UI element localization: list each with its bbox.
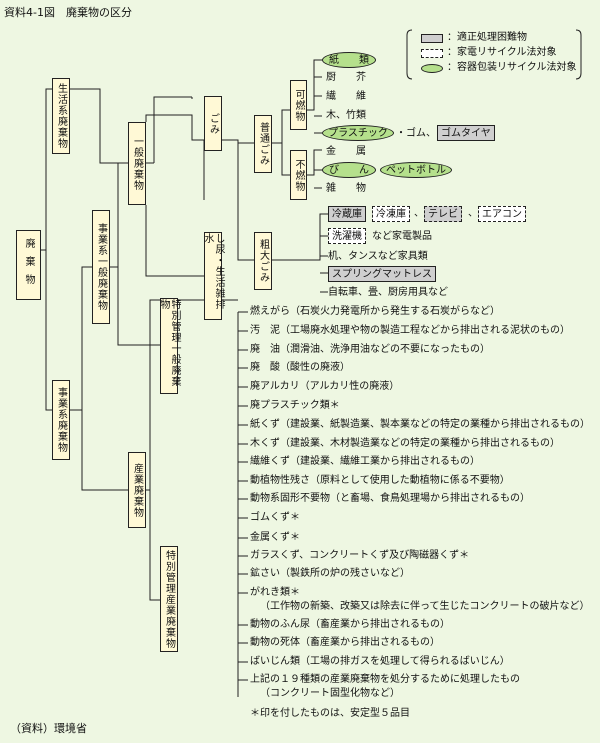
box-seikatsu: 生活系廃棄物 [52, 78, 70, 154]
box-sodai: 粗大ごみ [254, 232, 272, 290]
item-tire: ゴムタイヤ [437, 125, 495, 141]
box-funen: 不燃物 [290, 150, 307, 200]
item-comma-2: 、 [468, 208, 478, 219]
legend: ：適正処理困難物 ：家電リサイクル法対象 ：容器包装リサイクル法対象 [407, 30, 581, 79]
industrial-item: 動物のふん尿（畜産業から排出されるもの） [250, 619, 450, 630]
industrial-item: 動物の死体（畜産業から排出されるもの） [250, 637, 440, 648]
item-reitou: 冷凍庫 [372, 206, 410, 222]
industrial-item: 動物系固形不要物（と畜場、食鳥処理場から排出されるもの） [250, 493, 530, 504]
industrial-item: 廃 酸（酸性の廃液） [250, 362, 350, 373]
box-haikibutsu-label: 廃棄物 [23, 238, 34, 292]
industrial-item: 紙くず（建設業、紙製造業、製本業などの特定の業種から排出されるもの） [250, 419, 590, 430]
item-aircon: エアコン [478, 206, 526, 222]
legend-gray-label: ：適正処理困難物 [447, 32, 527, 43]
industrial-item: 廃 油（潤滑油、洗浄用油などの不要になったもの） [250, 344, 490, 355]
box-sodai-label: 粗大ごみ [257, 239, 269, 283]
box-gomi-label: ごみ [207, 112, 219, 135]
item-sentaku: 洗濯機 [328, 228, 366, 244]
box-tokubetsu-ippan-label: 特別管理一般廃棄物 [158, 299, 180, 387]
box-jigyokei-ippan: 事業系一般廃棄物 [92, 210, 110, 324]
box-sangyo-label: 産業廃棄物 [131, 462, 143, 518]
box-ippan-label: 一般廃棄物 [131, 136, 143, 191]
item-gomu: ・ゴム、 [396, 128, 436, 139]
industrial-item: 繊維くず（建設業、繊維工業から排出されるもの） [250, 456, 480, 467]
legend-gray-swatch [421, 34, 443, 43]
box-shinyo-label: し尿・生活雑排水 [202, 233, 224, 310]
box-futsu-label: 普通ごみ [257, 122, 269, 166]
box-funen-label: 不燃物 [293, 158, 304, 192]
item-plastic: プラスチック [322, 125, 394, 141]
item-seni: 繊 維 [326, 91, 366, 102]
source-label: （資料）環境省 [10, 722, 87, 735]
box-futsu: 普通ごみ [254, 115, 272, 173]
item-chukai: 厨 芥 [326, 72, 366, 83]
industrial-item: ゴムくず＊ [250, 512, 300, 523]
industrial-item: 汚 泥（工場廃水処理や物の製造工程などから排出される泥状のもの） [250, 325, 570, 336]
industrial-sub-gareki: （工作物の新築、改築又は除去に伴って生じたコンクリートの破片など） [260, 601, 590, 612]
industrial-item: ガラスくず、コンクリートくず及び陶磁器くず＊ [250, 550, 470, 561]
industrial-item: 鉱さい（製鉄所の炉の残さいなど） [250, 568, 410, 579]
item-pet: ペットボトル [380, 162, 452, 178]
box-seikatsu-label: 生活系廃棄物 [55, 83, 67, 149]
item-tv: テレビ [424, 206, 462, 222]
industrial-item: 廃プラスチック類＊ [250, 400, 340, 411]
industrial-item: ばいじん類（工場の排ガスを処理して得られるばいじん） [250, 656, 510, 667]
item-ki: 木、竹類 [326, 110, 366, 121]
industrial-item: 金属くず＊ [250, 532, 300, 543]
box-tokubetsu-sangyo-label: 特別管理産業廃棄物 [163, 549, 175, 649]
box-shinyo: し尿・生活雑排水 [202, 232, 224, 320]
industrial-item: 廃アルカリ（アルカリ性の廃液） [250, 381, 400, 392]
legend-dashed-swatch [421, 49, 443, 58]
industrial-sub-jouki: （コンクリート固型化物など） [260, 688, 400, 699]
note-anteigata: ＊印を付したものは、安定型５品目 [250, 708, 410, 719]
item-kaden: など家電製品 [372, 231, 432, 242]
box-tokubetsu-ippan: 特別管理一般廃棄物 [158, 298, 180, 394]
box-haikibutsu: 廃棄物 [16, 230, 41, 300]
item-zatsu: 雑 物 [326, 183, 366, 194]
industrial-item: 木くず（建設業、木材製造業などの特定の業種から排出されるもの） [250, 438, 560, 449]
item-reizou: 冷蔵庫 [328, 206, 366, 222]
item-tsukue: 机、タンスなど家具類 [328, 251, 428, 262]
item-bin: び ん [322, 162, 376, 178]
box-sangyo: 産業廃棄物 [128, 452, 146, 528]
box-ippan: 一般廃棄物 [128, 122, 146, 205]
legend-oval-swatch [421, 64, 443, 73]
item-kinzoku: 金 属 [326, 146, 366, 157]
box-kanen: 可燃物 [290, 80, 307, 130]
item-jitensha: 自転車、畳、厨房用具など [328, 287, 448, 298]
box-gomi: ごみ [204, 96, 222, 151]
item-spring: スプリングマットレス [328, 266, 436, 282]
legend-dashed-label: ：家電リサイクル法対象 [447, 47, 557, 58]
figure-title: 資料4-1図 廃棄物の区分 [4, 6, 132, 19]
industrial-item: 燃えがら（石炭火力発電所から発生する石炭がらなど） [250, 306, 500, 317]
item-kami: 紙 類 [322, 52, 376, 68]
box-kanen-label: 可燃物 [293, 88, 304, 122]
box-jigyokei-label: 事業系廃棄物 [55, 387, 67, 453]
box-jigyokei: 事業系廃棄物 [52, 380, 70, 460]
box-tokubetsu-sangyo: 特別管理産業廃棄物 [160, 546, 178, 652]
industrial-item: 動植物性残さ（原料として使用した動植物に係る不要物） [250, 475, 510, 486]
industrial-item: 上記の１９種類の産業廃棄物を処分するために処理したもの [250, 674, 520, 685]
item-comma-1: 、 [414, 208, 424, 219]
box-jigyokei-ippan-label: 事業系一般廃棄物 [95, 223, 107, 311]
legend-oval-label: ：容器包装リサイクル法対象 [447, 62, 577, 73]
industrial-item: がれき類＊ [250, 587, 300, 598]
